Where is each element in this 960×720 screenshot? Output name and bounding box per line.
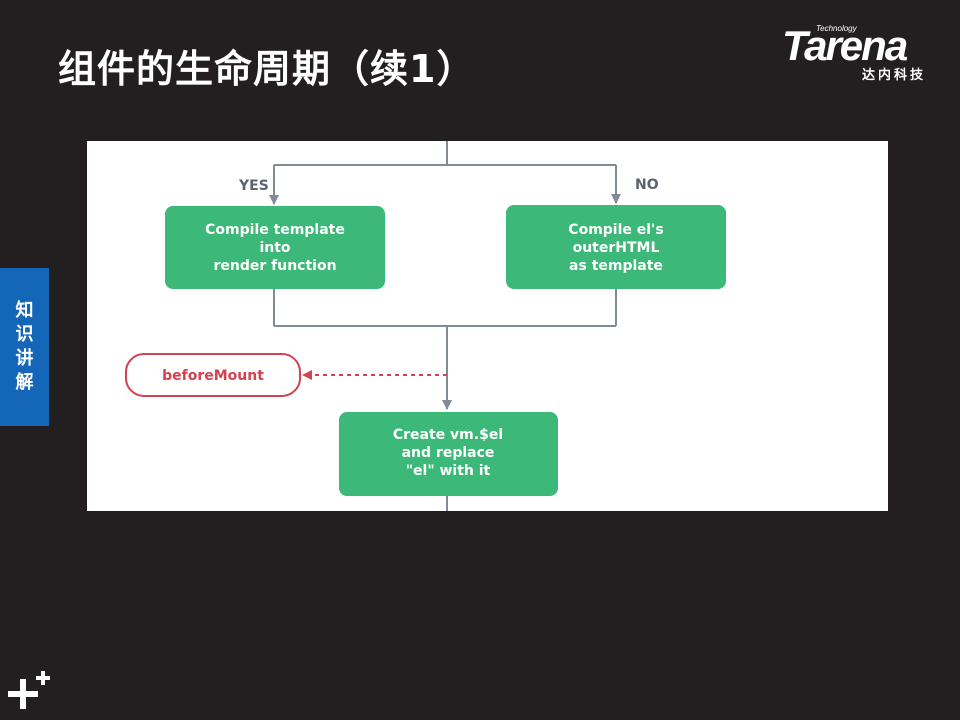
tarena-logo: Tarena Technology 达内科技 [780,22,948,84]
node-compile-el-line-1: Compile el's [568,222,663,238]
logo-chinese-name: 达内科技 [862,68,927,83]
plus-plus-icon [8,671,50,709]
node-compile-template-line-1: Compile template [205,222,345,238]
no-label: NO [635,177,659,193]
node-compile-el-line-3: as template [569,258,663,274]
node-compile-template-line-3: render function [213,258,336,274]
logo-tagline: Technology [816,24,857,33]
node-compile-template-line-2: into [259,240,290,256]
yes-label: YES [238,178,269,194]
lifecycle-diagram-svg: YES NO Compile template into render func… [125,141,726,511]
node-create-vm-el-line-3: "el" with it [406,463,491,479]
side-tab-label: 知识讲解 [15,300,34,393]
node-create-vm-el: Create vm.$el and replace "el" with it [339,412,558,496]
node-create-vm-el-line-1: Create vm.$el [393,427,503,443]
node-compile-el: Compile el's outerHTML as template [506,205,726,289]
node-create-vm-el-line-2: and replace [402,445,495,461]
hook-before-mount-label: beforeMount [162,368,264,384]
slide-title: 组件的生命周期（续1） [58,47,476,91]
node-compile-template: Compile template into render function [165,206,385,289]
hook-before-mount: beforeMount [125,353,301,397]
side-tab: 知识讲解 [0,268,49,426]
logo-wordmark: Tarena [782,22,908,69]
lifecycle-diagram: YES NO Compile template into render func… [87,141,888,511]
node-compile-el-line-2: outerHTML [573,240,660,256]
